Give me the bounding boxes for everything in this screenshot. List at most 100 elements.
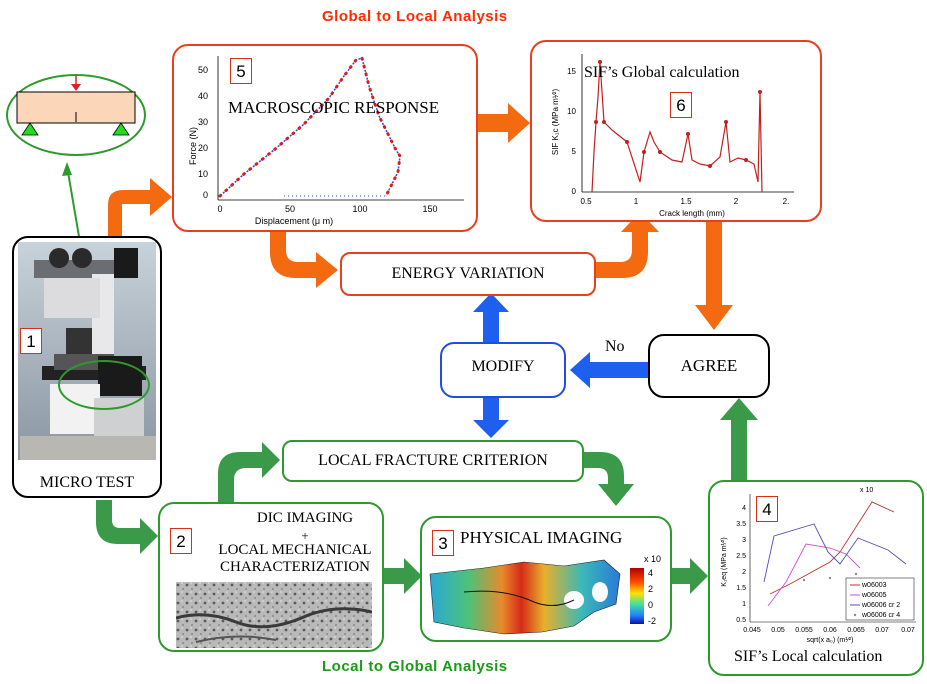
arrow-macro-to-global xyxy=(478,103,530,143)
colorbar-exponent: x 10 xyxy=(644,554,661,564)
force-displacement-plot: 50 40 30 20 10 0 0 50 100 150 Displaceme… xyxy=(188,56,464,226)
local-xtick-2: 0.055 xyxy=(795,627,813,634)
dic-line-4: CHARACTERIZATION xyxy=(220,559,370,575)
local-ytick-3-5: 3.5 xyxy=(736,521,746,528)
macro-ytick-10: 10 xyxy=(198,169,208,179)
local-ytick-3: 3 xyxy=(742,537,746,544)
local-fracture-criterion-label: LOCAL FRACTURE CRITERION xyxy=(318,452,548,469)
microscope-stage-highlight xyxy=(58,360,150,410)
title-local-to-global: Local to Global Analysis xyxy=(322,658,508,675)
macro-xlabel: Displacement (μ m) xyxy=(255,216,333,226)
energy-variation-box: ENERGY VARIATION xyxy=(340,252,596,296)
local-xtick-0: 0.045 xyxy=(743,627,761,634)
local-xtick-4: 0.065 xyxy=(847,627,865,634)
macro-xtick-100: 100 xyxy=(352,204,367,214)
global-ytick-0: 0 xyxy=(572,187,577,196)
global-xtick-1: 1 xyxy=(634,197,639,206)
macro-ytick-30: 30 xyxy=(198,117,208,127)
macro-ytick-0: 0 xyxy=(203,190,208,200)
legend-w06003: w06003 xyxy=(861,582,887,589)
legend-w06005: w06005 xyxy=(861,592,887,599)
macroscopic-response-box: 50 40 30 20 10 0 0 50 100 150 Displaceme… xyxy=(172,44,478,232)
macro-ylabel: Force (N) xyxy=(188,127,198,165)
arrow-energy-to-global xyxy=(596,212,659,278)
arrow-modify-to-criterion xyxy=(473,398,509,438)
sif-local-label: SIF’s Local calculation xyxy=(734,648,883,665)
macro-ytick-50: 50 xyxy=(198,65,208,75)
local-ytick-2: 2 xyxy=(742,569,746,576)
beam-link-arrowhead xyxy=(62,162,72,176)
local-xtick-6: 0.07 xyxy=(901,627,915,634)
title-global-to-local: Global to Local Analysis xyxy=(322,8,508,25)
energy-variation-label: ENERGY VARIATION xyxy=(391,265,545,282)
agree-box: AGREE xyxy=(648,334,770,398)
local-xtick-3: 0.06 xyxy=(823,627,837,634)
step-number-6: 6 xyxy=(670,92,692,118)
sif-global-box: 15 10 5 0 0.5 1 1.5 2 2. Crack length (m… xyxy=(530,40,822,222)
sif-global-curve xyxy=(591,61,763,193)
no-label: No xyxy=(605,338,625,355)
dic-line-3: LOCAL MECHANICAL xyxy=(218,542,372,558)
colorbar-tick-2: 2 xyxy=(648,584,653,594)
series-w06006-cr2 xyxy=(763,523,907,583)
modify-box: MODIFY xyxy=(440,342,566,398)
global-xtick-1-5: 1.5 xyxy=(680,197,692,206)
legend-w06006-cr4: w06006 cr 4 xyxy=(861,612,900,619)
colorbar-tick-4: 4 xyxy=(648,568,653,578)
series-w06005 xyxy=(767,543,861,607)
global-xtick-2: 2 xyxy=(734,197,739,206)
global-xtick-2-5: 2. xyxy=(783,197,790,206)
global-ytick-15: 15 xyxy=(567,67,576,76)
macro-loading-points xyxy=(218,56,402,198)
step-number-4: 4 xyxy=(756,496,778,522)
dic-imaging-box: DIC IMAGING + LOCAL MECHANICAL CHARACTER… xyxy=(158,502,384,652)
step-number-5: 5 xyxy=(230,58,252,84)
macro-xtick-0: 0 xyxy=(217,204,222,214)
beam-icon xyxy=(16,76,136,136)
dic-line-2: + xyxy=(301,528,309,543)
arrow-dic-to-physical xyxy=(384,558,422,594)
step-number-1: 1 xyxy=(20,328,42,354)
arrow-criterion-to-physical xyxy=(578,452,634,506)
local-ytick-1: 1 xyxy=(742,601,746,608)
arrow-agree-to-modify xyxy=(570,352,648,388)
local-ytick-0-5: 0.5 xyxy=(736,617,746,624)
arrow-modify-to-energy xyxy=(473,293,509,342)
local-ytick-4: 4 xyxy=(742,505,746,512)
dic-speckle-image xyxy=(176,582,372,648)
local-ylabel: K₁eq (MPa m¹⁄²) xyxy=(721,537,728,586)
global-ytick-10: 10 xyxy=(567,107,576,116)
colorbar-tick-0: 0 xyxy=(648,600,653,610)
sif-global-label: SIF’s Global calculation xyxy=(584,64,740,81)
global-xtick-0-5: 0.5 xyxy=(580,197,592,206)
physical-imaging-box: 3 PHYSICAL IMAGING xyxy=(420,516,672,642)
beam-schematic xyxy=(6,74,146,156)
arrow-local-to-agree xyxy=(720,398,758,480)
step-number-3: 3 xyxy=(432,530,454,556)
series-w06003 xyxy=(769,501,895,595)
macro-xtick-50: 50 xyxy=(285,204,295,214)
local-ytick-1-5: 1.5 xyxy=(736,585,746,592)
modify-label: MODIFY xyxy=(471,358,535,375)
macro-ytick-40: 40 xyxy=(198,91,208,101)
sif-global-plot: 15 10 5 0 0.5 1 1.5 2 2. Crack length (m… xyxy=(551,54,794,218)
arrow-global-to-agree xyxy=(695,222,733,330)
macro-xtick-150: 150 xyxy=(422,204,437,214)
local-xtick-1: 0.05 xyxy=(771,627,785,634)
dic-line-1: DIC IMAGING xyxy=(256,510,354,526)
local-ytick-2-5: 2.5 xyxy=(736,553,746,560)
local-fracture-criterion-box: LOCAL FRACTURE CRITERION xyxy=(282,440,584,482)
global-xlabel: Crack length (mm) xyxy=(659,209,725,218)
arrow-macro-to-energy xyxy=(270,232,338,288)
strain-field-image: x 10 4 2 0 -2 xyxy=(429,554,661,635)
arrow-dic-to-criterion xyxy=(218,442,280,502)
local-xlabel: sqrt(x a₀) (m¹⁄²) xyxy=(807,637,854,644)
local-exponent: x 10 xyxy=(860,487,873,494)
colorbar-tick-neg2: -2 xyxy=(648,616,656,626)
agree-label: AGREE xyxy=(680,356,738,375)
micro-test-box: 1 MICRO TEST xyxy=(12,236,162,498)
local-xtick-5: 0.07 xyxy=(875,627,889,634)
arrow-micro-to-dic xyxy=(96,500,158,554)
arrow-micro-to-macro xyxy=(108,178,172,236)
step-number-2: 2 xyxy=(170,528,192,554)
